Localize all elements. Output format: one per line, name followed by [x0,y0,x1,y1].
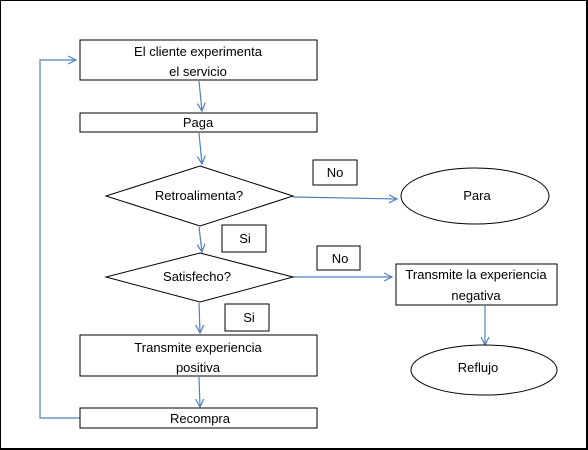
node-experience-line1: El cliente experimenta [134,44,263,59]
label-yes-feedback: Si [239,231,251,246]
node-experience-box [79,39,318,81]
node-satisfied-diamond [104,252,295,303]
label-no-feedback: No [327,165,344,180]
node-negative-box [395,263,558,306]
node-satisfied-label: Satisfecho? [163,269,231,284]
arrow-positive-to-repurchase [199,376,200,407]
arrow-experience-to-pay [199,80,202,111]
arrow-feedback-to-satisfied [199,226,202,252]
node-stop-label: Para [463,188,491,203]
arrow-feedback-to-stop [292,197,397,199]
label-no-feedback-box [312,159,358,186]
arrow-repurchase-loop [39,60,80,419]
node-negative-line1: Transmite la experiencia [405,267,547,282]
node-positive-box [79,334,318,377]
label-yes-satisfied: Si [243,310,255,325]
node-experience-line2: el servicio [169,64,227,79]
node-stop-ellipse [400,167,550,225]
node-positive-line1: Transmite experiencia [134,340,262,355]
node-pay-label: Paga [183,115,214,130]
node-repurchase-box [79,407,318,429]
label-no-satisfied: No [332,251,349,266]
node-repurchase-label: Recompra [170,411,231,426]
label-yes-feedback-box [221,224,267,253]
node-pay-box [79,112,318,133]
node-reflux-ellipse [410,344,558,396]
arrow-satisfied-to-positive [199,302,200,333]
node-negative-line2: negativa [451,288,501,303]
node-feedback-diamond [104,165,295,227]
node-reflux-label: Reflujo [458,360,498,375]
node-feedback-label: Retroalimenta? [155,188,243,203]
arrow-pay-to-feedback [199,132,202,164]
label-no-satisfied-box [316,245,361,271]
node-positive-line2: positiva [176,360,221,375]
connectors [39,60,485,419]
label-yes-satisfied-box [224,303,270,332]
